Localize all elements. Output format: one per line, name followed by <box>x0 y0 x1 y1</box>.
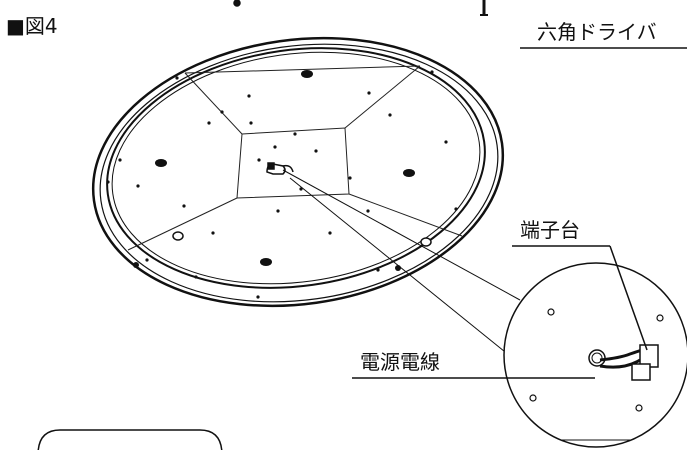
zoom-leader-line <box>282 169 521 301</box>
screw-icon <box>233 0 488 16</box>
hex-driver-label: 六角ドライバ <box>537 20 657 44</box>
terminal-block-label: 端子台 <box>520 218 580 242</box>
terminal-block-small <box>266 162 294 175</box>
partial-label-box <box>37 429 223 450</box>
zoom-leader-line <box>289 177 516 361</box>
mounting-holes <box>106 70 458 299</box>
detail-zoom-circle <box>503 262 687 448</box>
ceiling-base-plate <box>91 36 505 308</box>
power-cable-label: 電源電線 <box>360 350 440 374</box>
figure-label: ■図4 <box>6 14 58 38</box>
plate-panel-lines <box>127 65 463 251</box>
callout-lines <box>352 47 687 379</box>
